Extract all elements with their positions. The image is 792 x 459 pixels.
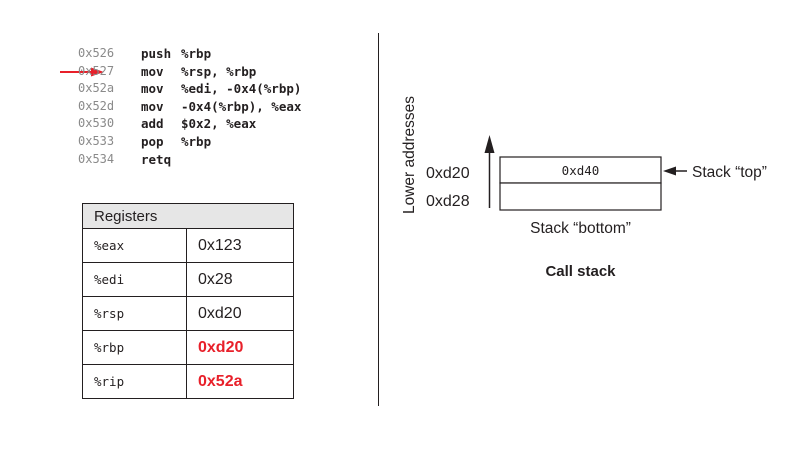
current-instruction-arrow-icon: [60, 67, 104, 77]
register-value: 0x123: [186, 228, 294, 263]
register-row: %rip 0x52a: [82, 364, 294, 399]
axis-label-lower-addresses: Lower addresses: [401, 96, 418, 214]
register-value: 0x28: [186, 262, 294, 297]
instruction-address: 0x52d: [78, 98, 115, 113]
registers-header-row: Registers: [82, 203, 294, 229]
instruction-address: 0x526: [78, 46, 115, 60]
register-name: %rip: [82, 364, 187, 399]
register-value: 0xd20: [186, 296, 294, 331]
stack-bottom-label: Stack “bottom”: [530, 220, 631, 237]
instruction-operands: -0x4(%rbp), %eax: [181, 98, 302, 114]
register-row: %edi 0x28: [82, 262, 294, 297]
stack-address: 0xd28: [426, 193, 470, 210]
instruction-operands: %rbp: [181, 46, 212, 61]
instruction-address: 0x533: [78, 133, 115, 148]
call-stack-title: Call stack: [545, 263, 616, 280]
instruction-address: 0x52a: [78, 81, 115, 96]
instruction-address: 0x527: [78, 63, 115, 78]
stack-slot-value: 0xd40: [562, 163, 600, 178]
registers-header: Registers: [82, 203, 294, 229]
instruction-mnemonic: retq: [141, 151, 172, 167]
stack-slot: [499, 182, 662, 211]
instruction-operands: $0x2, %eax: [181, 116, 257, 132]
register-row: %rsp 0xd20: [82, 296, 294, 331]
instruction-mnemonic: add: [141, 116, 164, 132]
stack-top-arrow-icon: [663, 166, 687, 176]
up-arrow-icon: [484, 135, 495, 208]
instruction-mnemonic: pop: [141, 133, 164, 149]
call-stack-diagram: Lower addresses 0xd20 0xd28 0xd40 Stack …: [401, 96, 767, 280]
registers-table: Registers %eax 0x123 %edi 0x28 %rsp 0xd2…: [82, 203, 294, 399]
panel-divider: [378, 33, 379, 406]
register-row: %rbp 0xd20: [82, 330, 294, 365]
instruction-mnemonic: mov: [141, 98, 164, 114]
instruction-mnemonic: mov: [141, 63, 164, 79]
register-name: %rbp: [82, 330, 187, 365]
instruction-mnemonic: push: [141, 46, 172, 61]
register-name: %edi: [82, 262, 187, 297]
stack-address: 0xd20: [426, 165, 470, 182]
register-value-changed: 0x52a: [186, 364, 294, 399]
stack-slot-top: [499, 156, 662, 184]
register-name: %eax: [82, 228, 187, 263]
instruction-address: 0x534: [78, 151, 115, 166]
stack-top-label: Stack “top”: [692, 164, 767, 181]
instruction-operands: %rbp: [181, 133, 212, 149]
instruction-mnemonic: mov: [141, 81, 164, 97]
register-value-changed: 0xd20: [186, 330, 294, 365]
instruction-address: 0x530: [78, 116, 115, 131]
register-name: %rsp: [82, 296, 187, 331]
register-row: %eax 0x123: [82, 228, 294, 263]
instruction-operands: %edi, -0x4(%rbp): [181, 81, 302, 97]
instruction-operands: %rsp, %rbp: [181, 63, 257, 79]
